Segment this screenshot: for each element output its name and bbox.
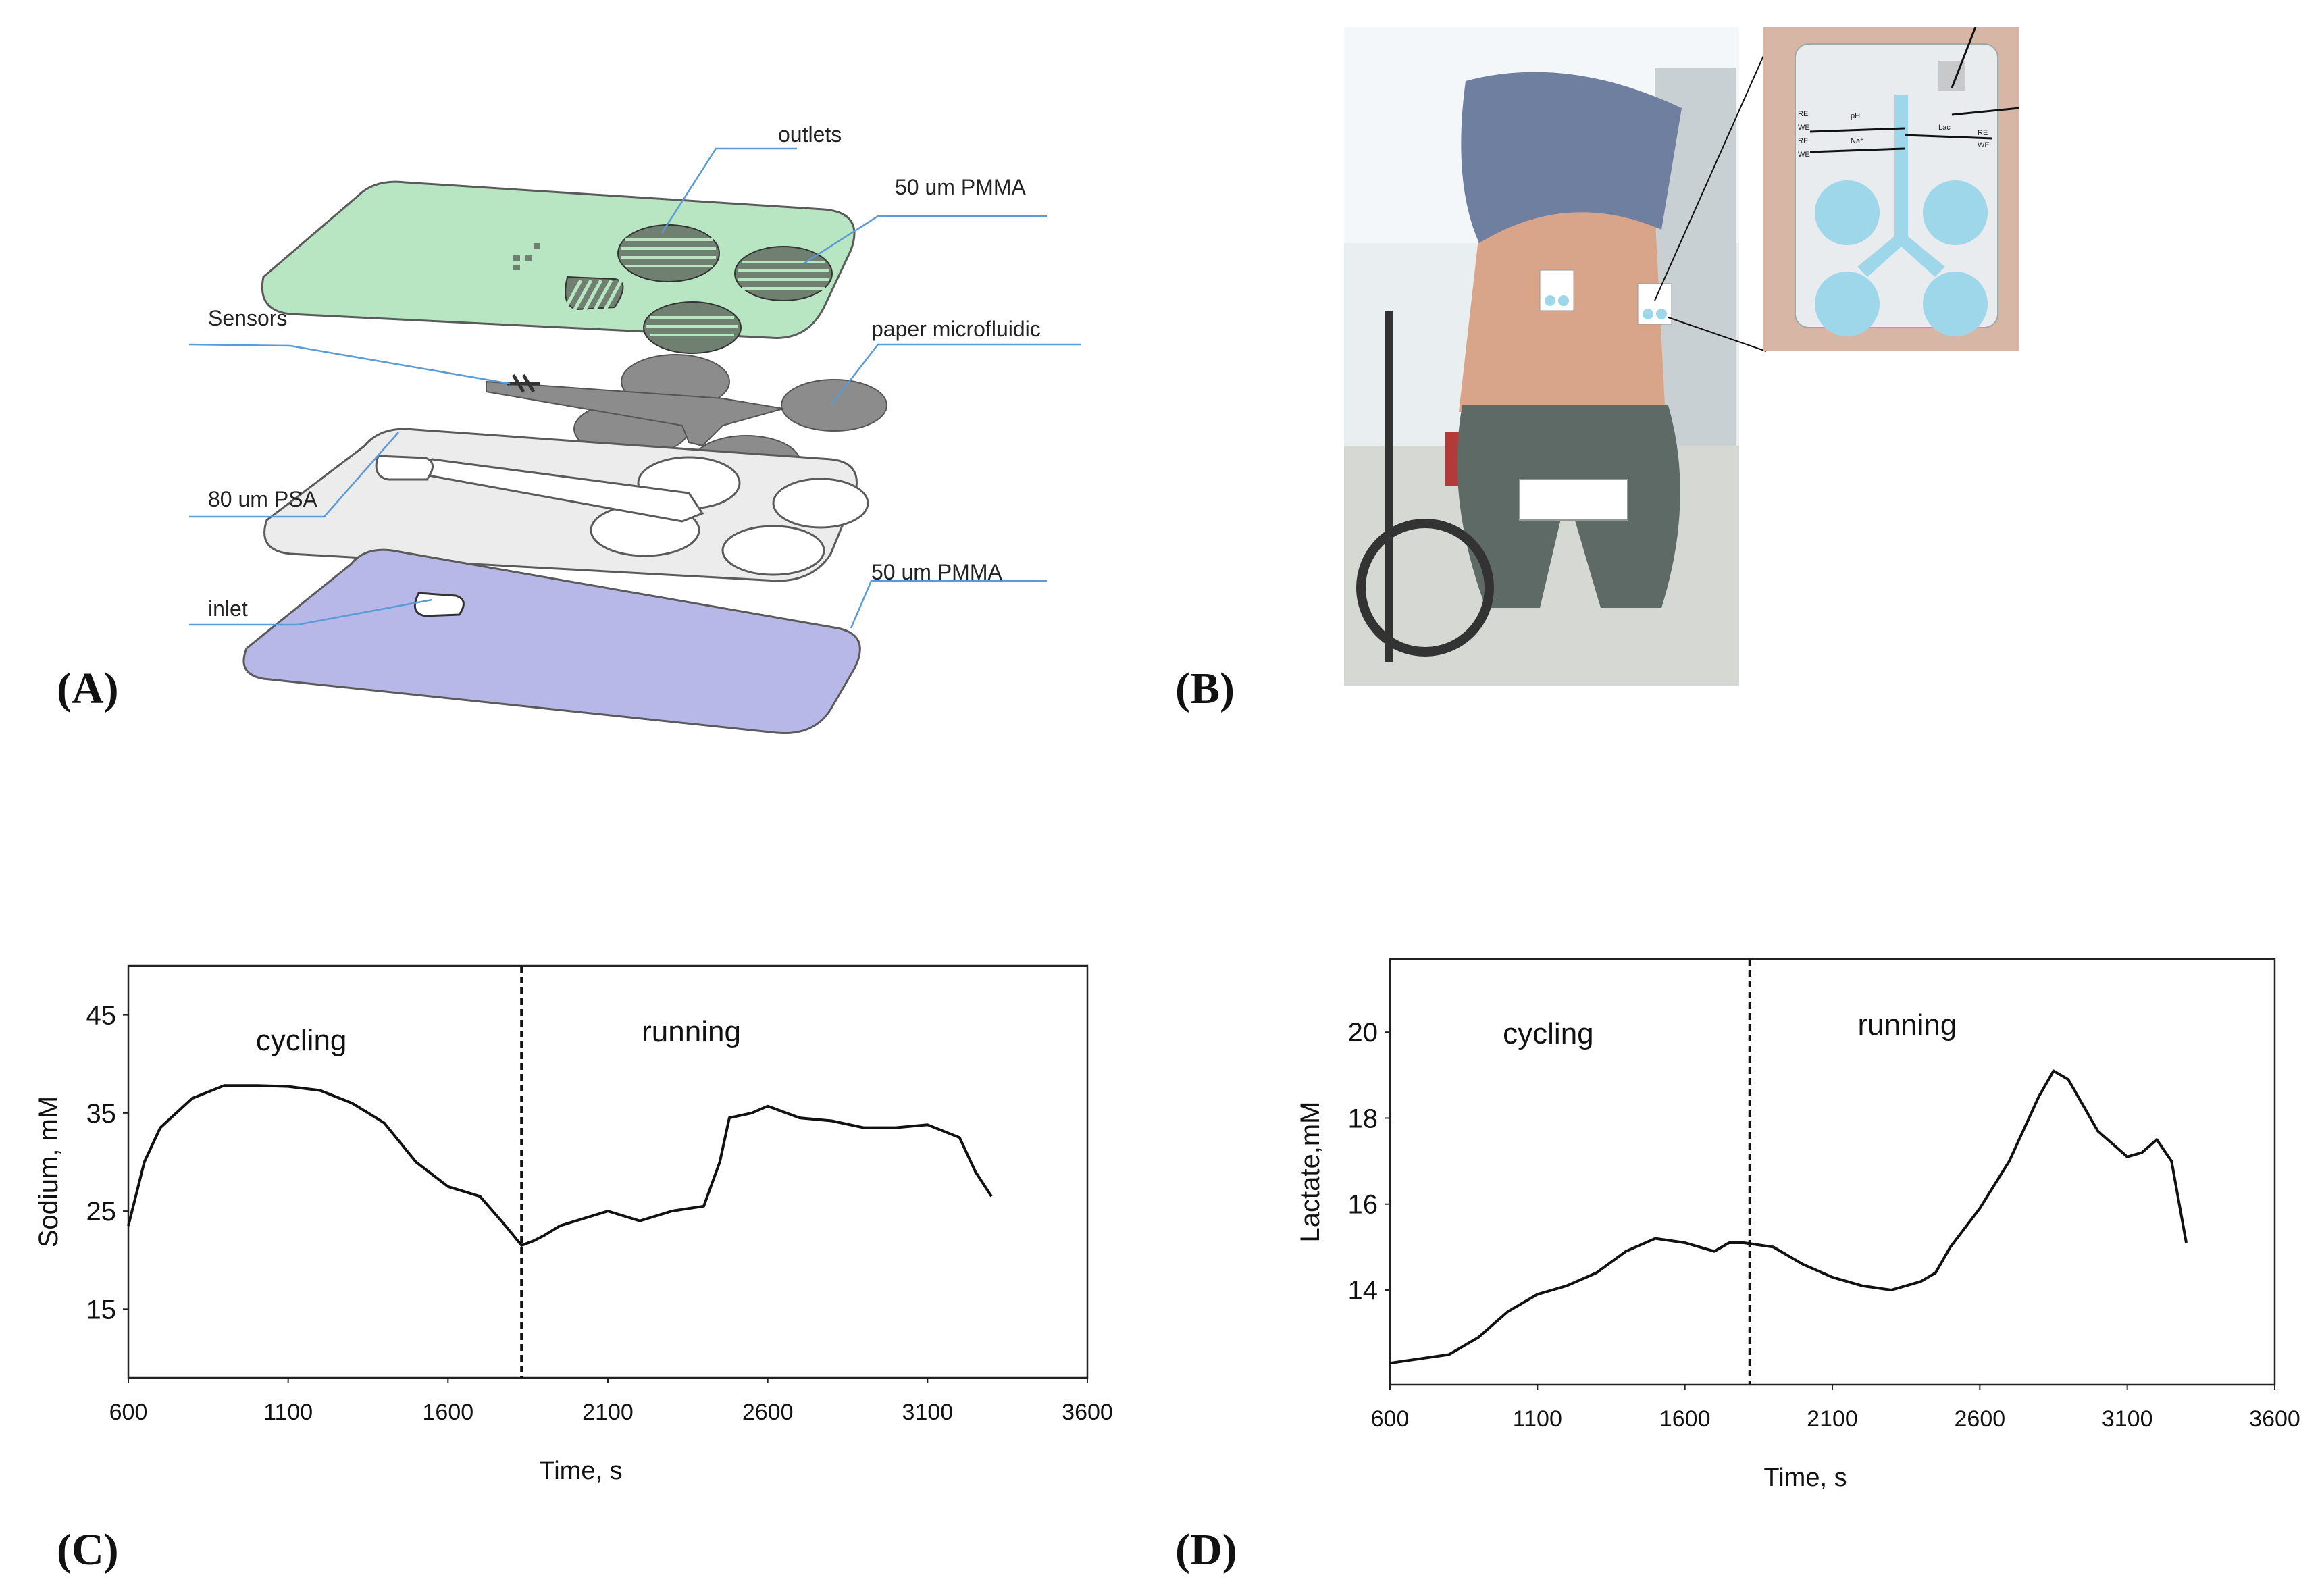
series-line xyxy=(127,1084,993,1247)
label-pmma-bottom: 50 um PMMA xyxy=(871,560,1002,584)
x-axis-label: Time, s xyxy=(1763,1464,1847,1492)
sensor-strip xyxy=(507,374,540,393)
x-tick-label: 3100 xyxy=(2102,1406,2153,1432)
panel-label-b: (B) xyxy=(1175,664,1235,713)
bottom-pmma-layer xyxy=(242,548,861,735)
leader-lines xyxy=(189,147,1081,629)
patch-text-lac: Lac xyxy=(1938,124,1951,132)
psa-cutouts xyxy=(375,455,869,576)
label-sensors: Sensors xyxy=(208,306,287,330)
patch-text-re-3: RE xyxy=(1978,129,1988,137)
outlet-grating-1 xyxy=(617,224,720,282)
patch-inset: RE WE RE WE pH Na⁺ Lac RE WE xyxy=(1763,27,2019,351)
sweat-patch-left xyxy=(1539,269,1574,311)
x-tick-label: 1100 xyxy=(1513,1406,1562,1432)
outlet-grating-3 xyxy=(643,301,742,354)
x-tick-label: 3100 xyxy=(902,1399,954,1425)
label-pmma-top: 50 um PMMA xyxy=(895,175,1026,199)
sweat-patch-right xyxy=(1637,283,1672,325)
y-axis-label: Lactate,mM xyxy=(1295,1102,1325,1243)
panel-label-d: (D) xyxy=(1175,1525,1237,1574)
lactate-chart: 600 1100 1600 2100 2600 3100 3600 14 16 18 20Time,… xyxy=(1295,958,2300,1492)
y-tick-label: 35 xyxy=(86,1099,117,1129)
zoom-lines xyxy=(1654,27,1777,352)
subject-shirt xyxy=(1461,72,1682,244)
exploded-layer-diagram: outlets 50 um PMMA Sensors paper microfl… xyxy=(189,122,1081,735)
series-line xyxy=(1389,1069,2188,1365)
label-inlet: inlet xyxy=(208,596,248,621)
label-outlets: outlets xyxy=(778,122,842,147)
patch-text-we-3: WE xyxy=(1978,141,1990,149)
outlet-grating-4 xyxy=(562,276,624,312)
annotation-running: running xyxy=(642,1015,741,1048)
annotation-cycling: cycling xyxy=(256,1024,347,1057)
panel-label-c: (C) xyxy=(57,1525,119,1574)
y-tick-label: 25 xyxy=(86,1197,117,1227)
top-pmma-layer xyxy=(261,180,856,339)
x-tick-label: 2600 xyxy=(1955,1406,2006,1432)
patch-text-we-2: WE xyxy=(1798,151,1810,159)
outlet-grating-2 xyxy=(734,246,833,301)
patch-text-we-1: WE xyxy=(1798,124,1810,132)
label-paper-microfluidic: paper microfluidic xyxy=(871,317,1041,341)
x-tick-label: 2100 xyxy=(1807,1406,1858,1432)
y-tick-label: 45 xyxy=(86,1001,117,1031)
patch-text-ph: pH xyxy=(1851,112,1860,120)
x-tick-label: 600 xyxy=(1371,1406,1410,1432)
x-tick-label: 600 xyxy=(109,1399,148,1425)
subject-pants xyxy=(1457,405,1680,608)
y-tick-label: 16 xyxy=(1348,1190,1378,1220)
y-tick-label: 15 xyxy=(86,1295,117,1324)
subject-photo: RE WE RE WE pH Na⁺ Lac RE WE xyxy=(1344,27,2019,686)
y-tick-label: 14 xyxy=(1348,1276,1378,1306)
annotation-cycling: cycling xyxy=(1503,1017,1594,1050)
patch-text-na: Na⁺ xyxy=(1851,137,1864,145)
x-tick-label: 2100 xyxy=(582,1399,634,1425)
x-tick-label: 1600 xyxy=(423,1399,474,1425)
x-tick-label: 1600 xyxy=(1659,1406,1711,1432)
x-axis-label: Time, s xyxy=(539,1457,622,1485)
y-axis-label: Sodium, mM xyxy=(34,1096,63,1248)
patch-text-re-1: RE xyxy=(1798,110,1808,118)
patch-text-re-2: RE xyxy=(1798,137,1808,145)
annotation-running: running xyxy=(1858,1008,1957,1041)
y-tick-label: 18 xyxy=(1348,1104,1378,1133)
x-tick-label: 1100 xyxy=(263,1399,313,1425)
sodium-chart: 600 1100 1600 2100 2600 3100 3600 15 25 35 45Time,… xyxy=(34,964,1113,1485)
bike-wheel xyxy=(1356,519,1494,657)
x-tick-label: 3600 xyxy=(2249,1406,2300,1432)
top-layer-holes xyxy=(513,243,540,270)
inlet-hole xyxy=(413,592,465,617)
x-tick-label: 2600 xyxy=(742,1399,794,1425)
x-tick-label: 3600 xyxy=(1062,1399,1113,1425)
panel-label-a: (A) xyxy=(57,664,119,713)
label-psa: 80 um PSA xyxy=(208,487,318,511)
y-tick-label: 20 xyxy=(1348,1018,1378,1048)
